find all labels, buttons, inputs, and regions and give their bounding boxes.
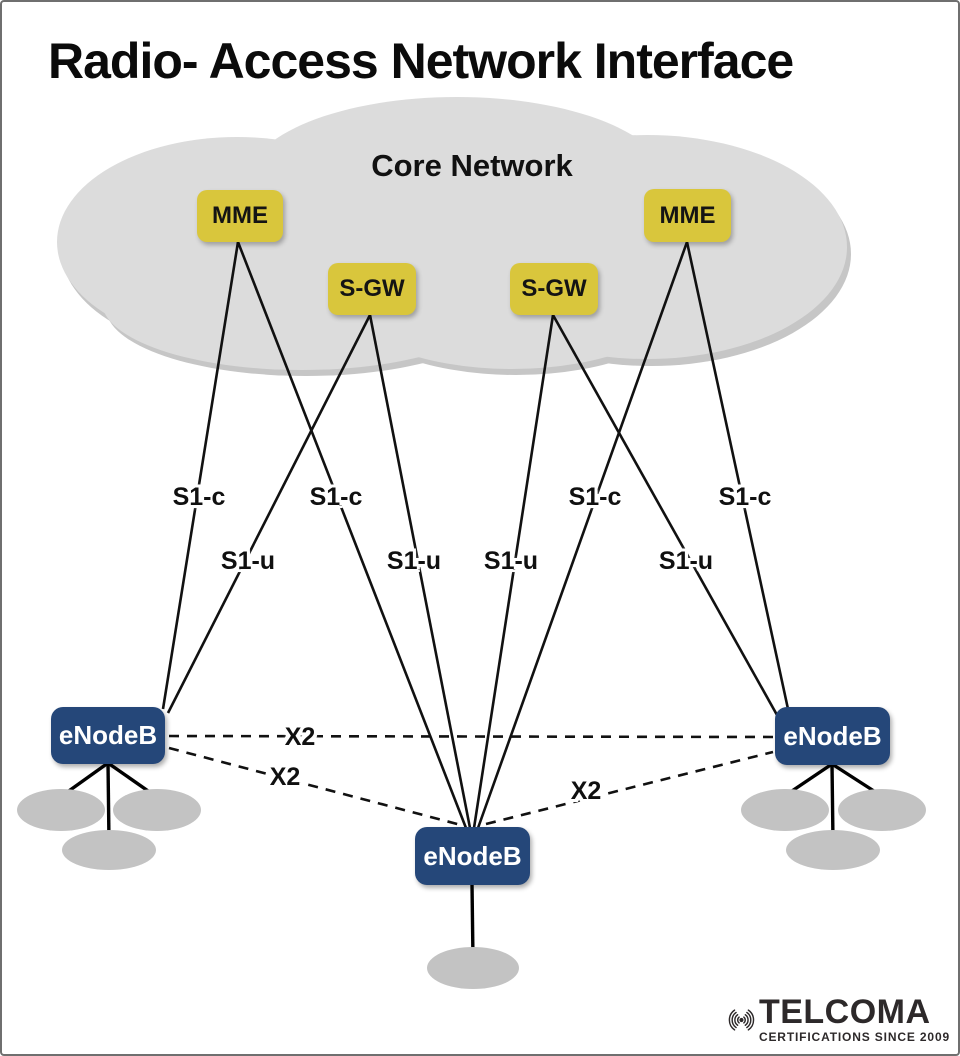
edge-label-s1u-2: S1-u — [386, 547, 442, 575]
coverage-cells — [17, 789, 926, 989]
edge-label-s1u-4: S1-u — [658, 547, 714, 575]
cell-ellipse — [17, 789, 105, 831]
logo-text-block: TELCOMA CERTIFICATIONS SINCE 2009 — [758, 993, 950, 1044]
link-mme2-enb3 — [685, 241, 790, 710]
node-label: eNodeB — [423, 840, 522, 871]
edge-label-s1u-1: S1-u — [220, 547, 276, 575]
edge-label-s1c-2: S1-c — [309, 483, 363, 511]
node-label: MME — [212, 202, 268, 229]
link-mme1-enb1 — [161, 241, 240, 710]
edge-label-x2-3: X2 — [570, 777, 602, 805]
node-sgw-right: S-GW — [510, 263, 598, 315]
node-enodeb-middle: eNodeB — [415, 827, 530, 885]
radio-waves-icon — [728, 1009, 755, 1031]
edge-label-s1c-3: S1-c — [568, 483, 622, 511]
link-sgw2-enb2 — [472, 314, 555, 829]
s1-links — [161, 241, 790, 829]
node-enodeb-left: eNodeB — [51, 707, 165, 764]
edge-label-x2-2: X2 — [269, 763, 301, 791]
telcoma-logo: TELCOMA CERTIFICATIONS SINCE 2009 — [728, 994, 950, 1046]
link-sgw2-enb3 — [551, 314, 779, 716]
node-label: MME — [659, 201, 716, 229]
edge-label-s1c-1: S1-c — [172, 483, 226, 511]
logo-name: TELCOMA — [758, 993, 931, 1032]
link-mme2-enb2 — [476, 241, 689, 829]
node-mme-right: MME — [644, 189, 731, 242]
page-title: Radio- Access Network Interface — [48, 33, 794, 89]
core-network-label: Core Network — [371, 148, 573, 183]
link-sgw1-enb2 — [368, 314, 472, 829]
node-mme-left: MME — [197, 190, 283, 242]
edge-label-s1c-4: S1-c — [718, 483, 772, 511]
edge-label-x2-1: X2 — [284, 723, 316, 751]
link-mme1-enb2 — [236, 241, 468, 829]
node-label: S-GW — [339, 275, 405, 302]
link-enb2-enb3 — [485, 750, 774, 826]
node-label: eNodeB — [783, 720, 882, 751]
logo-tagline: CERTIFICATIONS SINCE 2009 — [758, 1029, 950, 1044]
edge-label-s1u-3: S1-u — [483, 547, 539, 575]
link-sgw1-enb1 — [166, 314, 372, 714]
cell-ellipse — [741, 789, 829, 831]
x2-links — [168, 734, 774, 827]
cell-ellipse — [427, 947, 519, 989]
node-sgw-left: S-GW — [328, 263, 416, 315]
cell-ellipse — [62, 830, 156, 870]
cell-ellipse — [838, 789, 926, 831]
link-enb1-enb2 — [168, 746, 462, 827]
node-label: eNodeB — [58, 720, 158, 750]
cell-ellipse — [113, 789, 201, 831]
node-enodeb-right: eNodeB — [775, 707, 890, 765]
cell-ellipse — [786, 830, 880, 870]
node-label: S-GW — [521, 275, 587, 302]
